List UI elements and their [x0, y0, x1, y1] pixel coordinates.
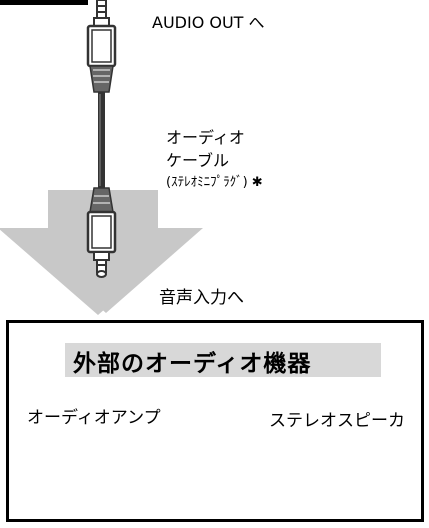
external-audio-panel: 外部のオーディオ機器 オーディオアンプ ステレオスピーカ	[6, 320, 424, 522]
amp-label: オーディオアンプ	[27, 408, 161, 428]
panel-title: 外部のオーディオ機器	[73, 351, 312, 377]
cable-label-line3: (ｽﾃﾚｵﾐﾆﾌﾟﾗｸﾞ) ✱	[166, 175, 263, 190]
speaker-label: ステレオスピーカ	[269, 411, 405, 431]
bottom-plug	[86, 187, 117, 278]
cable-label-line2: ケーブル	[166, 151, 230, 170]
audio-out-label: AUDIO OUT へ	[152, 13, 265, 32]
top-plug	[86, 0, 117, 93]
audio-input-label: 音声入力へ	[159, 288, 244, 308]
audio-cable	[98, 92, 105, 188]
cable-label-line1: オーディオ	[166, 128, 245, 147]
title-band	[65, 343, 381, 377]
device-edge	[0, 0, 88, 5]
